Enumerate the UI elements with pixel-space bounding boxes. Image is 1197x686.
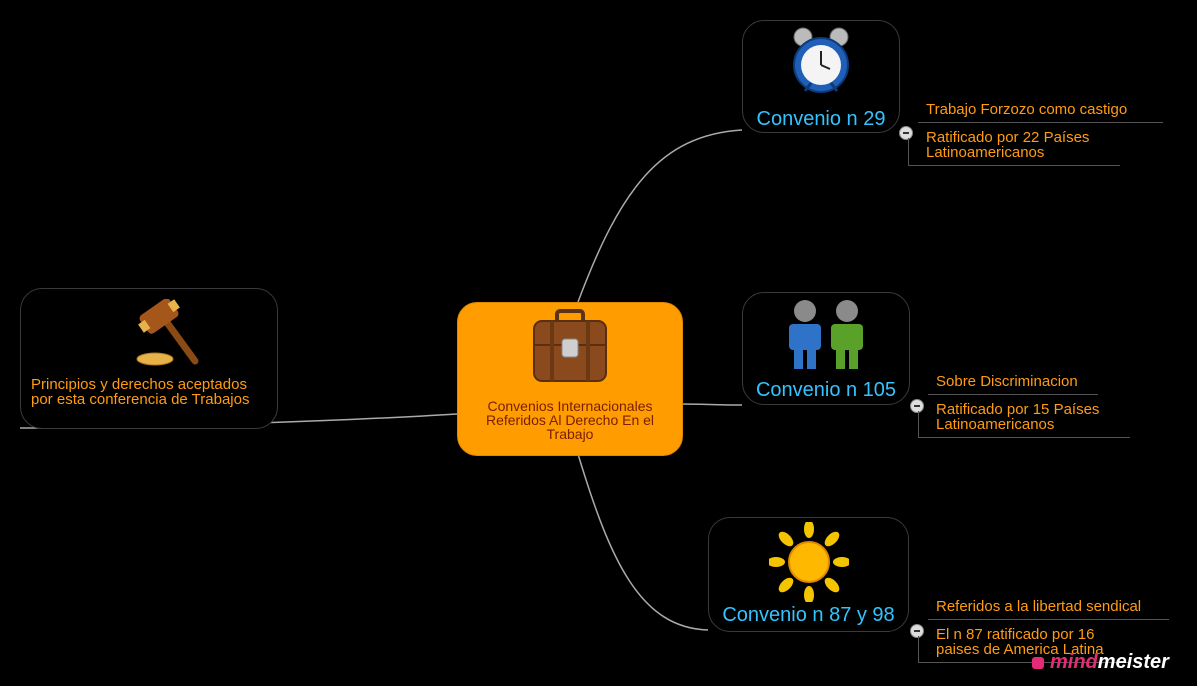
leaf-105-2: Ratificado por 15 Países Latinoamericano… (936, 401, 1100, 433)
leaf-underline (918, 122, 1163, 123)
central-topic-label: Convenios Internacionales Referidos Al D… (485, 398, 655, 442)
convenio-105-title: Convenio n 105 (755, 379, 897, 401)
leaf-underline (928, 394, 1098, 395)
mindmeister-logo: mindmeister (1032, 651, 1169, 674)
leaf-bracket (908, 138, 909, 165)
collapse-toggle-87[interactable] (910, 624, 924, 638)
sun-icon (769, 522, 849, 602)
leaf-105-1: Sobre Discriminacion (936, 373, 1078, 390)
people-icon (789, 300, 863, 369)
convenio-87-98-title: Convenio n 87 y 98 (722, 604, 895, 626)
leaf-87-1: Referidos a la libertad sendical (936, 598, 1142, 615)
alarm-clock-icon (793, 27, 849, 93)
leaf-underline (918, 437, 1130, 438)
collapse-toggle-105[interactable] (910, 399, 924, 413)
principles-label: Principios y derechos aceptados por esta… (31, 376, 250, 408)
leaf-29-1: Trabajo Forzozo como castigo (926, 101, 1128, 118)
convenio-87-98-node[interactable]: Convenio n 87 y 98 (708, 517, 909, 632)
leaf-underline (918, 662, 1130, 663)
logo-square-icon (1032, 656, 1044, 669)
leaf-bracket (918, 411, 919, 437)
leaf-underline (928, 619, 1169, 620)
briefcase-icon (533, 309, 607, 382)
principles-node[interactable]: Principios y derechos aceptados por esta… (20, 288, 278, 429)
convenio-29-title: Convenio n 29 (756, 108, 886, 130)
gavel-icon (136, 299, 199, 366)
leaf-29-2: Ratificado por 22 Países Latinoamericano… (926, 129, 1090, 161)
leaf-bracket (918, 636, 919, 662)
leaf-87-2: El n 87 ratificado por 16 paises de Amer… (936, 626, 1104, 658)
convenio-29-node[interactable]: Convenio n 29 (742, 20, 900, 133)
convenio-105-node[interactable]: Convenio n 105 (742, 292, 910, 405)
collapse-toggle-29[interactable] (899, 126, 913, 140)
central-topic[interactable]: Convenios Internacionales Referidos Al D… (457, 302, 683, 456)
leaf-underline (908, 165, 1120, 166)
